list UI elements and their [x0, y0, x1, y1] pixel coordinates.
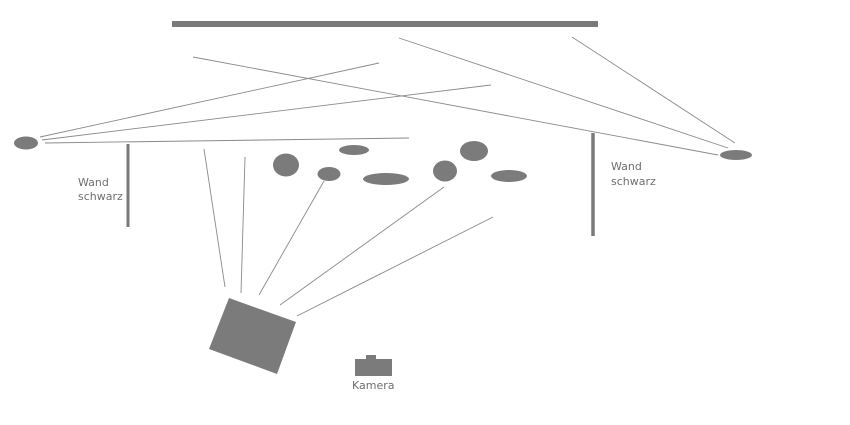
object	[460, 141, 488, 161]
object	[433, 160, 457, 182]
object	[317, 167, 341, 181]
left-lamp-rays	[39, 62, 492, 144]
camera-label: Kamera	[352, 379, 395, 392]
left-lamp-ray	[44, 137, 410, 144]
light-box-ray	[296, 216, 494, 317]
light-box-rays	[203, 148, 494, 317]
left-lamp	[14, 136, 38, 150]
light-box-ray	[258, 180, 325, 296]
object	[339, 145, 369, 155]
right-lamp-ray	[398, 37, 729, 149]
object	[363, 173, 409, 185]
right-lamp-rays	[192, 36, 736, 156]
right-wall-label-line1: Wand	[611, 160, 642, 173]
right-wall-label-line2: schwarz	[611, 175, 656, 188]
left-lamp-ray	[41, 84, 492, 141]
left-wall-label-line2: schwarz	[78, 190, 123, 203]
light-box-ray	[279, 186, 445, 306]
camera-body	[355, 359, 392, 376]
camera-icon	[355, 355, 392, 376]
light-box-ray	[203, 148, 226, 288]
object	[491, 170, 527, 182]
right-lamp-ray	[571, 36, 736, 144]
light-box	[209, 298, 296, 374]
right-lamp-ray	[192, 56, 719, 156]
light-box-ray	[240, 156, 246, 294]
left-lamp-ray	[39, 62, 380, 138]
left-wall-label-line1: Wand	[78, 176, 109, 189]
camera-viewfinder	[366, 355, 376, 360]
right-lamp	[720, 150, 752, 160]
objects	[273, 141, 527, 185]
object	[273, 153, 299, 177]
